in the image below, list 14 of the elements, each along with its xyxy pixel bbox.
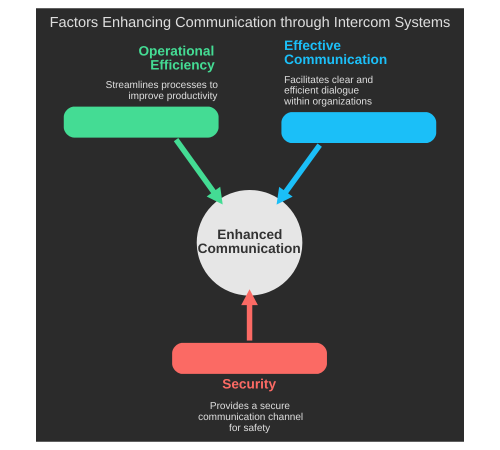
arrow bbox=[174, 138, 223, 205]
node-label: Provides a secure communication channel for safety bbox=[198, 401, 304, 434]
node-label: Operational Efficiency bbox=[138, 44, 215, 72]
node-label: Effective Communication bbox=[284, 38, 388, 67]
arrow bbox=[276, 144, 322, 205]
arrow bbox=[241, 289, 258, 341]
node-label: Security bbox=[222, 376, 276, 392]
node-box bbox=[64, 106, 219, 138]
node-box bbox=[172, 342, 327, 374]
node-label: Streamlines processes to improve productivity bbox=[106, 80, 218, 102]
node-circle: Enhanced Communication bbox=[196, 190, 302, 296]
node-label: Facilitates clear and efficient dialogue within organizations bbox=[284, 74, 374, 108]
node-box bbox=[281, 112, 436, 144]
diagram-title: Factors Enhancing Communication through Intercom Systems bbox=[50, 15, 450, 32]
